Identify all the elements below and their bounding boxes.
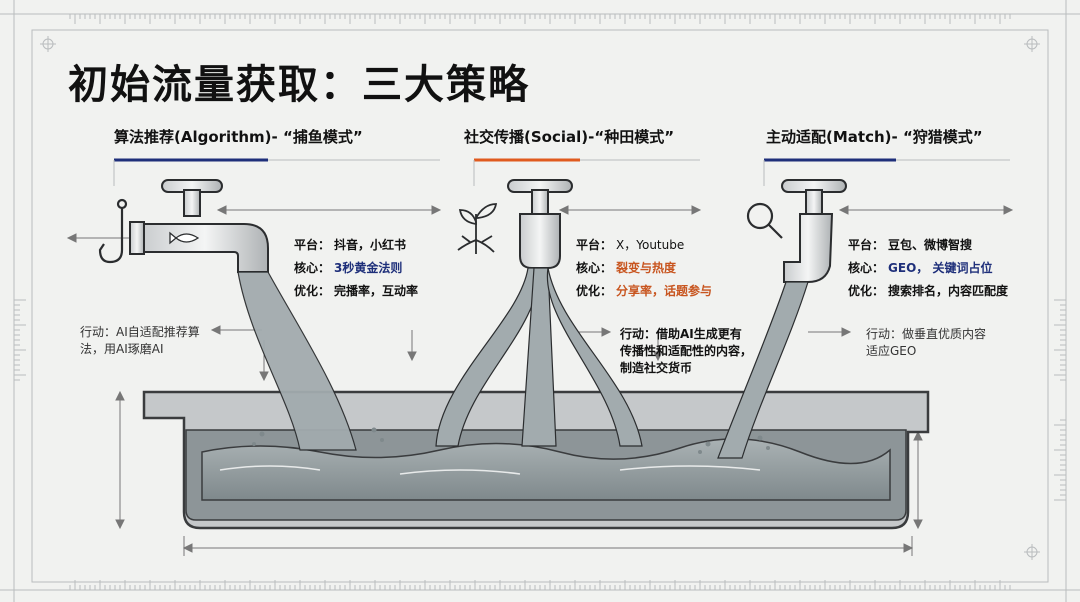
magnifier-icon <box>748 204 782 238</box>
page-title: 初始流量获取：三大策略 <box>68 52 530 110</box>
algorithm-core: 核心：3秒黄金法则 <box>294 259 402 276</box>
match-core: 核心：GEO， 关键词占位 <box>848 259 992 276</box>
algorithm-optimize: 优化：完播率，互动率 <box>294 282 418 299</box>
section-heading-match: 主动适配(Match)- “狩猎模式” <box>766 126 983 147</box>
ruler-right <box>1054 300 1066 500</box>
ruler-top <box>70 14 1010 24</box>
match-optimize: 优化：搜索排名，内容匹配度 <box>848 282 1008 299</box>
fishing-hook-icon <box>100 200 126 262</box>
social-optimize: 优化：分享率，话题参与 <box>576 282 712 299</box>
social-platform: 平台：X，Youtube <box>576 236 684 253</box>
match-action: 行动：做垂直优质内容 适应GEO <box>866 326 1026 360</box>
sprout-icon <box>458 204 496 254</box>
section-heading-social: 社交传播(Social)-“种田模式” <box>464 126 674 147</box>
section-heading-algorithm: 算法推荐(Algorithm)- “捕鱼模式” <box>114 126 363 147</box>
ruler-left <box>14 300 26 380</box>
match-platform: 平台：豆包、微博智搜 <box>848 236 972 253</box>
algorithm-action: 行动：AI自适配推荐算 法，用AI琢磨AI <box>80 324 220 358</box>
social-action: 行动：借助AI生成更有 传播性和适配性的内容， 制造社交货币 <box>620 326 780 377</box>
algorithm-platform: 平台：抖音，小红书 <box>294 236 406 253</box>
social-core: 核心：裂变与热度 <box>576 259 676 276</box>
